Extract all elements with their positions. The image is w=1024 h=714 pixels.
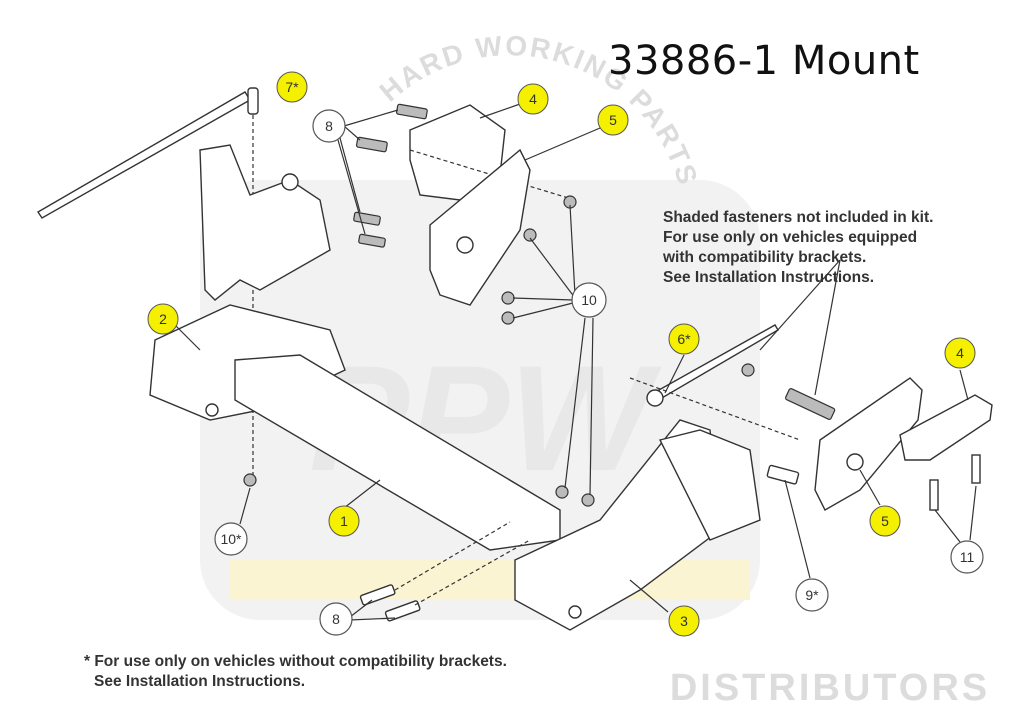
callout-5-right: 5 bbox=[869, 505, 901, 537]
svg-text:10: 10 bbox=[581, 292, 597, 308]
svg-text:7*: 7* bbox=[285, 79, 299, 95]
svg-text:1: 1 bbox=[340, 513, 348, 529]
part-7-pin-rod bbox=[37, 87, 259, 480]
callout-3: 3 bbox=[668, 605, 700, 637]
footnote-line: * For use only on vehicles without compa… bbox=[84, 653, 507, 670]
part-3-right-bracket bbox=[514, 419, 761, 631]
svg-text:5: 5 bbox=[609, 112, 617, 128]
leader-lines bbox=[174, 103, 977, 621]
svg-text:8: 8 bbox=[325, 118, 333, 134]
callout-8-top: 8 bbox=[312, 109, 346, 143]
svg-text:8: 8 bbox=[332, 611, 340, 627]
svg-text:9*: 9* bbox=[805, 587, 819, 603]
fasteners bbox=[243, 103, 836, 622]
part-5-top-plate bbox=[429, 148, 531, 306]
svg-text:10*: 10* bbox=[220, 531, 242, 547]
callout-1: 1 bbox=[328, 505, 360, 537]
callout-5-top: 5 bbox=[597, 104, 629, 136]
svg-text:2: 2 bbox=[159, 311, 167, 327]
callout-9: 9* bbox=[795, 578, 829, 612]
callout-4-right: 4 bbox=[944, 337, 976, 369]
part-4-side-bracket bbox=[899, 394, 993, 511]
svg-text:5: 5 bbox=[881, 513, 889, 529]
footnote: * For use only on vehicles without compa… bbox=[84, 652, 507, 692]
part-5-side-plate bbox=[814, 377, 923, 511]
callout-2: 2 bbox=[147, 303, 179, 335]
svg-text:4: 4 bbox=[956, 345, 964, 361]
svg-text:11: 11 bbox=[960, 549, 975, 565]
callout-7: 7* bbox=[276, 71, 308, 103]
svg-text:6*: 6* bbox=[677, 331, 691, 347]
note-line: For use only on vehicles equipped bbox=[663, 229, 918, 246]
svg-text:3: 3 bbox=[680, 613, 688, 629]
footnote-line: See Installation Instructions. bbox=[94, 673, 306, 690]
note-line: with compatibility brackets. bbox=[663, 249, 867, 266]
callout-4-top: 4 bbox=[517, 83, 549, 115]
note-line: See Installation Instructions. bbox=[663, 269, 875, 286]
fastener-note: Shaded fasteners not included in kit. Fo… bbox=[663, 208, 933, 288]
watermark-bottom-text: DISTRIBUTORS bbox=[670, 667, 990, 709]
note-line: Shaded fasteners not included in kit. bbox=[663, 209, 934, 226]
callout-8-bottom: 8 bbox=[319, 602, 353, 636]
callout-11: 11 bbox=[950, 540, 984, 574]
callout-6: 6* bbox=[668, 323, 700, 355]
svg-text:4: 4 bbox=[529, 91, 537, 107]
diagram-title: 33886-1 Mount bbox=[608, 38, 920, 84]
callout-10-star: 10* bbox=[214, 522, 248, 556]
callout-10: 10 bbox=[571, 282, 607, 318]
